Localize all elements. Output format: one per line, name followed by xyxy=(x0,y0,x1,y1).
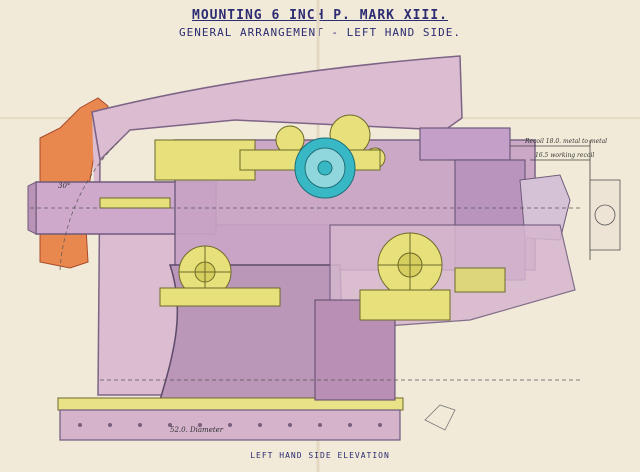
step-detail xyxy=(424,404,456,431)
base-bolts xyxy=(78,423,382,427)
sight-bar xyxy=(99,197,171,209)
sight-bracket xyxy=(154,139,256,181)
diameter-label: 52.0. Diameter xyxy=(170,426,224,434)
drawing-caption: LEFT HAND SIDE ELEVATION xyxy=(250,451,390,460)
elevating-gear-right xyxy=(377,232,443,298)
rear-detail-sketch xyxy=(589,179,621,251)
sight-dial-cyan xyxy=(294,137,356,199)
gear-casing xyxy=(359,289,451,321)
angle-label: 30° xyxy=(58,182,70,190)
elevating-gear-left xyxy=(178,245,232,299)
working-recoil-label: 16.5 working recoil xyxy=(535,152,594,159)
construction-lines xyxy=(30,139,580,381)
training-rack xyxy=(159,287,281,307)
recoil-metal-label: Recoil 18.0. metal to metal xyxy=(524,138,607,145)
recoil-cylinder xyxy=(419,127,511,161)
shield-hood xyxy=(91,55,463,162)
handwheel-shaft xyxy=(454,267,506,293)
